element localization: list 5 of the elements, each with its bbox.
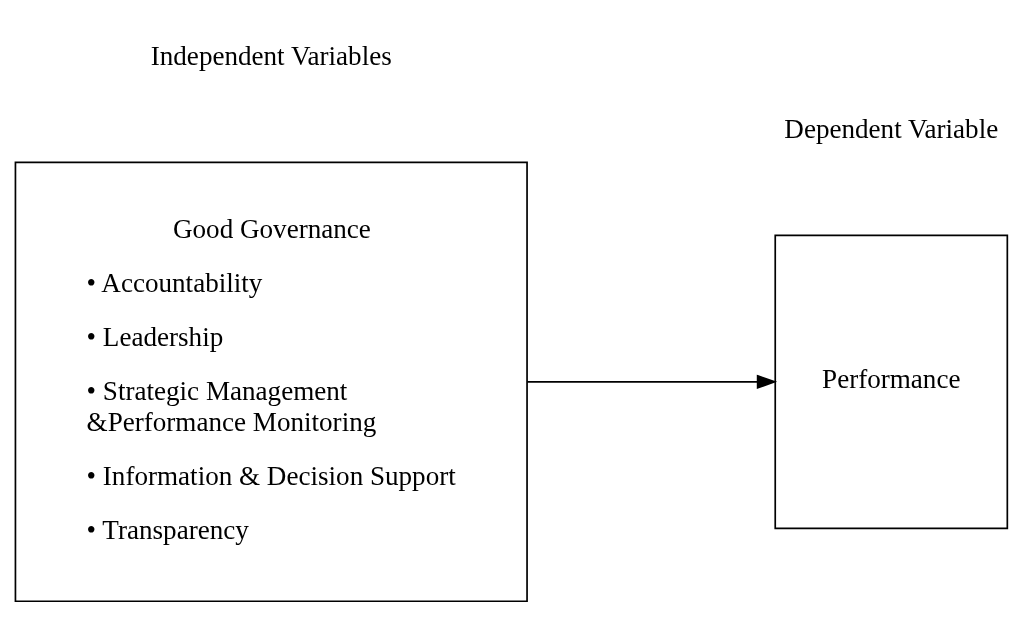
node-label: Dependent Variable — [784, 113, 999, 144]
node-label: Independent Variables — [150, 40, 392, 71]
node-box: Performance — [774, 234, 1009, 530]
node-box: Good Governance • Accountability • Leadership • Strategic Management &Performance Monitoring • Information & Decision Support • Transparency — [14, 161, 528, 603]
arrow — [526, 374, 778, 389]
